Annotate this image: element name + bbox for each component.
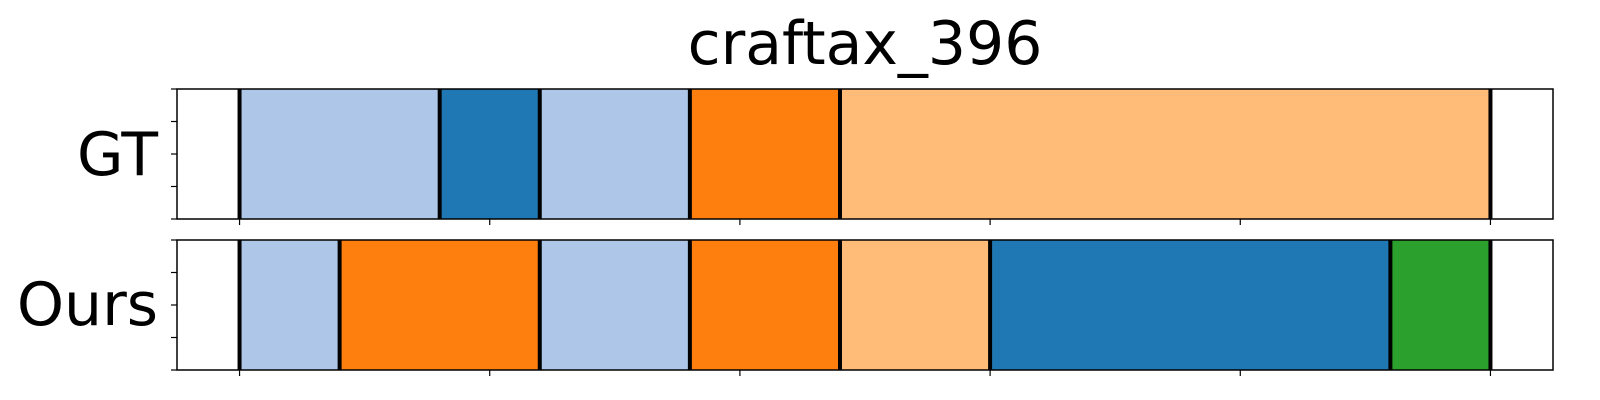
segment-gt-1 — [439, 89, 540, 219]
segment-ours-5 — [990, 240, 1391, 370]
segment-ours-0 — [239, 240, 340, 370]
panels-group — [171, 88, 1554, 376]
segment-gt-0 — [239, 89, 440, 219]
segment-gt-4 — [839, 89, 1491, 219]
row-label-ours: Ours — [17, 270, 158, 340]
segment-ours-6 — [1390, 240, 1491, 370]
segment-gt-3 — [689, 89, 840, 219]
segment-ours-3 — [689, 240, 840, 370]
segment-ours-4 — [839, 240, 991, 370]
segment-gt-2 — [539, 89, 690, 219]
row-label-gt: GT — [77, 120, 158, 190]
segment-ours-2 — [539, 240, 690, 370]
segment-ours-1 — [339, 240, 540, 370]
chart-title: craftax_396 — [688, 9, 1043, 79]
